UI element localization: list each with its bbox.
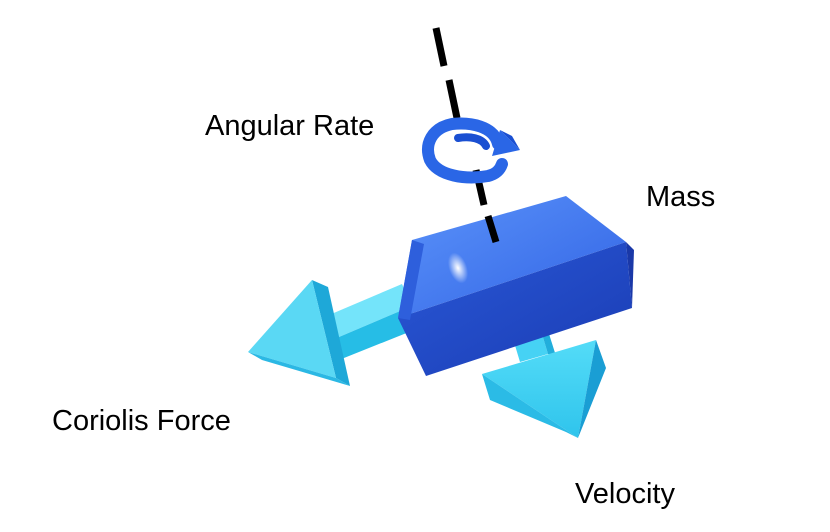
rotation-axis (432, 27, 500, 244)
velocity-label: Velocity (575, 478, 675, 510)
coriolis-force-arrow-icon (248, 280, 414, 386)
mass-label: Mass (646, 181, 716, 213)
angular-rate-label: Angular Rate (205, 110, 375, 142)
mass-block (398, 196, 634, 376)
angular-rate-rotation-icon (422, 117, 520, 184)
coriolis-force-label: Coriolis Force (52, 405, 231, 437)
